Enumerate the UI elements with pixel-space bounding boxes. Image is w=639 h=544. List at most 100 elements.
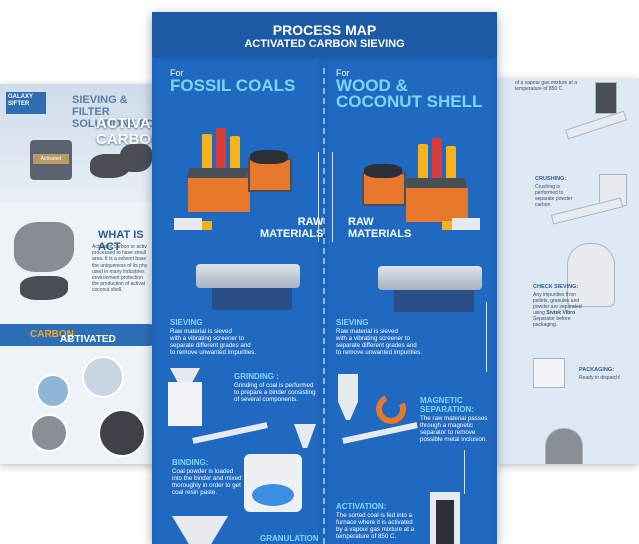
check-sieving-text: Any impurities from pellets, granules an… [533, 292, 585, 328]
grinding-text: Grinding of coal is performed to prepare… [234, 382, 316, 403]
coal-pile [364, 164, 402, 178]
heading-big-1: ACTIVAT [96, 115, 159, 132]
right-top-text-line: temperature of 850 C. [515, 86, 564, 92]
binding-text-line: thoroughly in order to get [172, 482, 241, 489]
left-background-page: GALAXY SIFTER SIEVING & FILTER SOLUTIONS… [0, 84, 160, 464]
activation-text-line: by a vapour gas mixture at a [336, 526, 415, 533]
magnetic-title-line: SEPARATION: [420, 405, 474, 414]
check-sieve-machine-image [567, 243, 615, 307]
packaging-title: PACKAGING: [579, 367, 615, 373]
binding-text: Coal powder is loaded into the binder an… [172, 468, 241, 496]
screener-deck [196, 264, 300, 288]
check-text-line: Separator before packaging. [533, 316, 571, 328]
raw-label-line: MATERIALS [260, 228, 324, 240]
activation-title: ACTIVATION: [336, 502, 387, 511]
coal-pile [250, 150, 288, 164]
coal-powder-image [14, 222, 74, 272]
poster-subtitle: ACTIVATED CARBON SIEVING [244, 38, 405, 50]
raw-label-line: RAW [297, 216, 324, 228]
poster-title: PROCESS MAP [272, 22, 377, 38]
galaxy-sifter-logo: GALAXY SIFTER [6, 92, 46, 114]
truck-illustration [442, 216, 482, 234]
truck-cab [442, 221, 452, 230]
right-top-text: of a vapour gas mixture at a temperature… [515, 80, 577, 92]
factory-illustration [360, 138, 480, 238]
fossil-coals-heading: FOSSIL COALS [170, 76, 296, 95]
right-top-text-line: of a vapour gas mixture at a [515, 80, 577, 86]
check-text-word: using [533, 310, 545, 316]
chimney [216, 128, 226, 170]
logo-text: GALAXY SIFTER [8, 94, 33, 107]
flow-arrow [332, 152, 333, 242]
magnetic-title: MAGNETIC SEPARATION: [420, 396, 474, 414]
applications-title: ACTIVATED CARBON AP [30, 329, 116, 345]
application-photo-circle [82, 356, 124, 398]
heading-line-2: SOLUTIONS FO [72, 118, 155, 130]
what-text-line: area. It is a solvent base [92, 256, 147, 263]
grinder-body [168, 382, 202, 426]
grinding-text-line: to prepare a binder consisting [234, 389, 316, 396]
truck-cab [202, 221, 212, 230]
activation-text-line: temperature of 850 C. [336, 533, 397, 540]
binding-text-line: into the binder and mixed [172, 475, 242, 482]
activation-text: The sorted coal is fed into a furnace wh… [336, 512, 414, 540]
crushing-title: CRUSHING: [535, 176, 567, 182]
granulation-title: GRANULATION [260, 534, 319, 543]
conveyor-image [564, 110, 628, 140]
right-background-page: of a vapour gas mixture at a temperature… [495, 78, 639, 464]
factory-building [406, 188, 468, 222]
apps-suffix: AP [60, 334, 74, 345]
magnetic-text-line: through a magnetic [420, 422, 473, 429]
check-text-line: powder are separated [533, 304, 582, 310]
sieving-text-line: Raw material is sieved [170, 328, 232, 335]
magnetic-text-line: separator to remove [420, 429, 476, 436]
what-is-title: WHAT IS ACT [98, 229, 144, 253]
screener-frame [394, 290, 474, 312]
factory-illustration [182, 122, 302, 232]
sieving-text-line: separate different grades and [170, 342, 251, 349]
poster-header [152, 12, 497, 58]
sieving-text-line: separate different grades and [336, 342, 417, 349]
sieving-text-line: with a vibrating screener to [170, 335, 244, 342]
person-image [545, 428, 583, 464]
flow-arrow [318, 152, 319, 242]
apps-highlight: CARBON [30, 329, 74, 340]
chimney [446, 146, 456, 180]
applications-banner: ACTIVATED CARBON AP [0, 324, 160, 346]
chimney [432, 138, 442, 180]
right-sieving-title: SIEVING [336, 318, 369, 327]
vibrating-screener-image [196, 256, 306, 316]
activation-text-line: furnace where it is activated [336, 519, 413, 526]
truck-trailer [174, 218, 202, 230]
application-photo-circle [98, 409, 146, 457]
jar-label: Activated [33, 154, 69, 164]
crushing-text-line: Crushing is [535, 184, 561, 190]
grinding-text-line: of several components. [234, 396, 298, 403]
truck-trailer [452, 218, 480, 230]
left-page-heading: SIEVING & FILTER SOLUTIONS FO [72, 94, 160, 130]
what-text-line: the production of activat [92, 281, 146, 288]
raw-label-line: MATERIALS [348, 228, 412, 240]
raw-label-line: RAW [348, 216, 374, 228]
flow-arrow [464, 450, 465, 494]
activation-text-line: The sorted coal is fed into a [336, 512, 413, 519]
furnace-image [430, 492, 460, 544]
left-sieving-text: Raw material is sieved with a vibrating … [170, 328, 256, 356]
binding-text-line: coal resin paste. [172, 489, 218, 496]
binder-mixer-image [244, 448, 304, 514]
what-text-line: used in many industries [92, 268, 145, 275]
what-text-line: processed to have small [92, 250, 146, 257]
what-is-text: Activated carbon or activ processed to h… [92, 244, 158, 294]
binding-text-line: Coal powder is loaded [172, 468, 234, 475]
carbon-jar-image: Activated [30, 140, 72, 180]
heading-line: WOOD & [336, 76, 408, 95]
binding-title: BINDING: [172, 458, 209, 467]
sieving-text-line: Raw material is sieved [336, 328, 398, 335]
check-text-line: using Sivtek Vibro [533, 310, 585, 316]
crushing-text-line: separate powder [535, 196, 573, 202]
magnetic-text-line: possible metal inclusion. [420, 436, 488, 443]
factory-roof [186, 168, 250, 178]
process-map-poster: PROCESS MAP ACTIVATED CARBON SIEVING For… [152, 12, 497, 544]
magnetic-title-line: MAGNETIC [420, 396, 463, 405]
mixer-paste [252, 484, 294, 506]
